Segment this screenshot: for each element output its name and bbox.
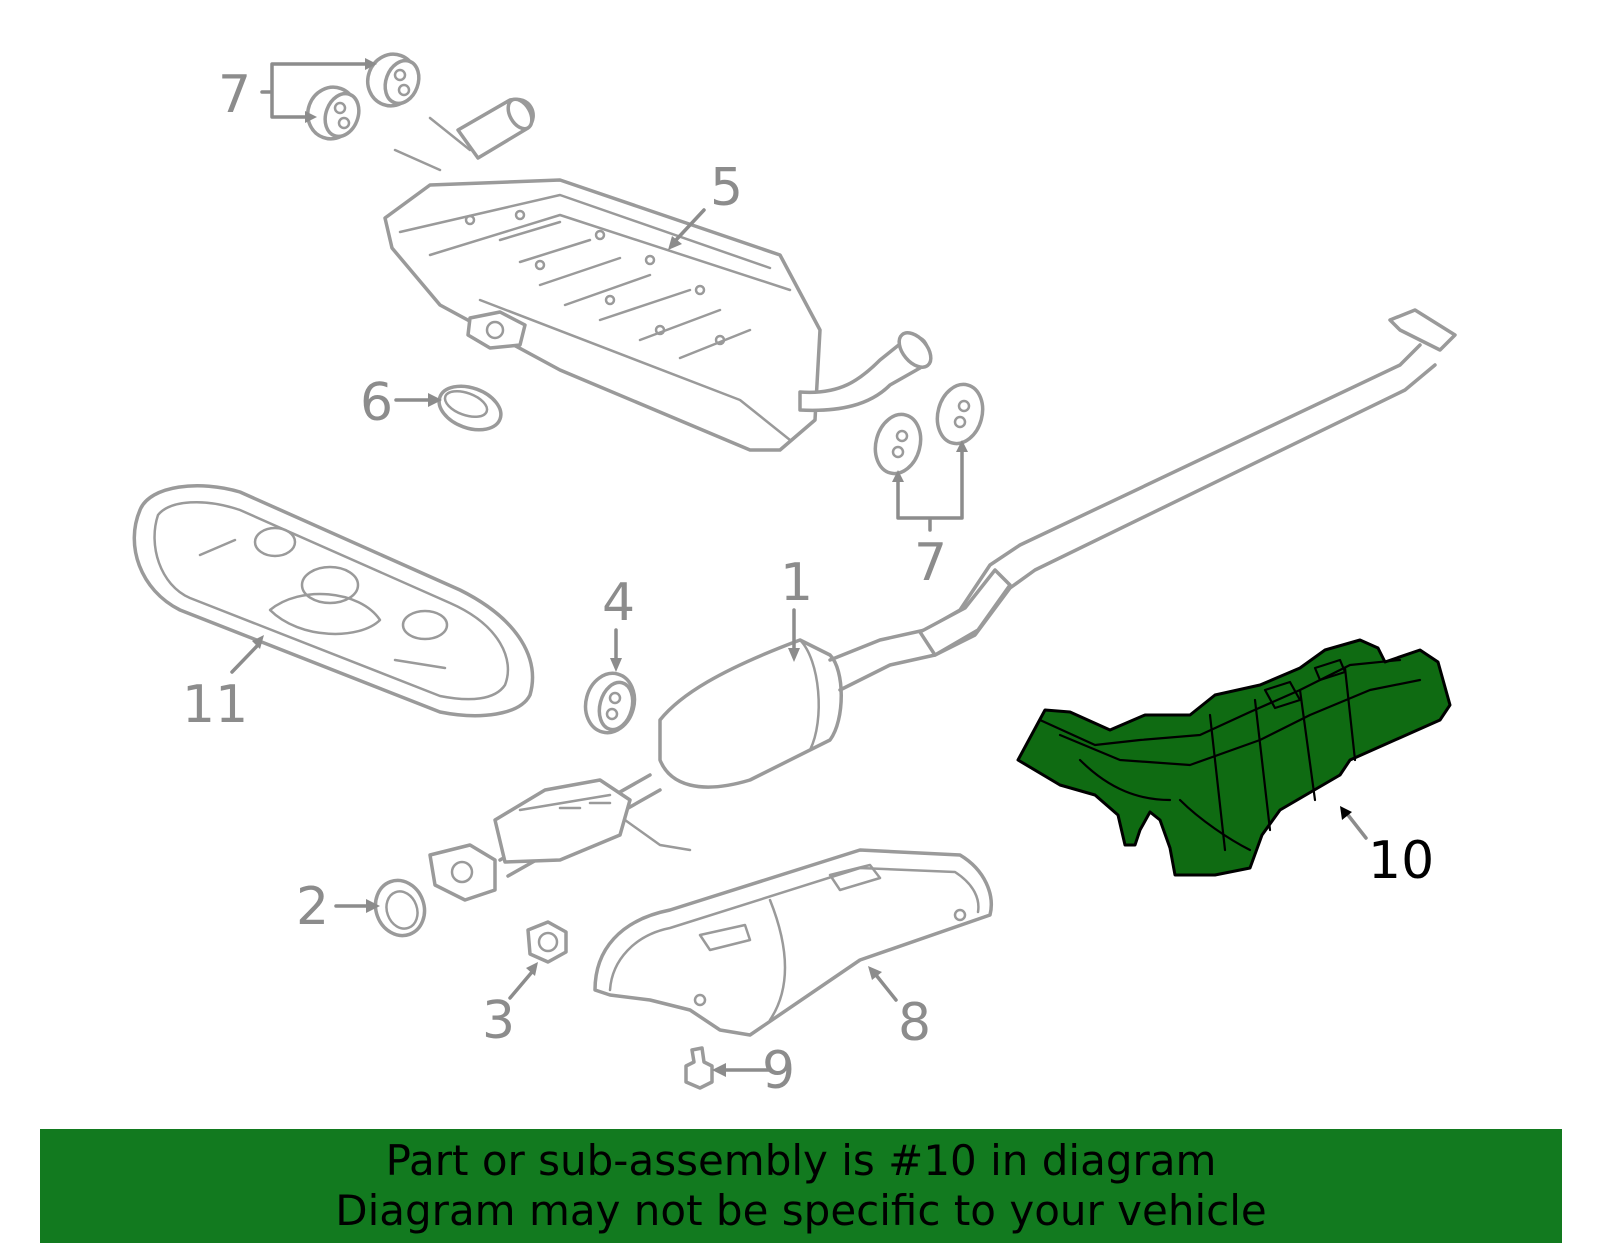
callout-2: 2 [296, 877, 329, 937]
callout-5: 5 [710, 158, 743, 218]
callout-3: 3 [482, 991, 515, 1051]
callout-11: 11 [182, 675, 248, 735]
heat-shield-10-highlighted [1016, 638, 1452, 877]
info-banner: Part or sub-assembly is #10 in diagram D… [40, 1129, 1562, 1243]
leader-7-top [260, 62, 367, 119]
leader-11 [230, 643, 260, 674]
front-pipe-converter-1 [428, 308, 1457, 902]
leader-5 [674, 208, 706, 242]
hanger-7-right-a [873, 412, 923, 476]
muffler-5 [383, 97, 933, 452]
callout-10: 10 [1368, 831, 1434, 891]
callout-9: 9 [762, 1041, 795, 1101]
banner-line-part-number: Part or sub-assembly is #10 in diagram [385, 1136, 1217, 1185]
leader-8 [874, 973, 898, 1002]
leader-7-right [896, 448, 964, 532]
hanger-7-right-b [935, 382, 985, 446]
heat-shield-11 [132, 484, 535, 718]
heat-shield-8 [593, 848, 993, 1037]
callout-7-right: 7 [914, 533, 947, 593]
callout-8: 8 [898, 993, 931, 1053]
hanger-7-top-b [306, 85, 361, 141]
banner-line-disclaimer: Diagram may not be specific to your vehi… [335, 1186, 1267, 1235]
gasket-6 [437, 384, 503, 432]
callout-1: 1 [780, 553, 813, 613]
leader-10 [1346, 813, 1368, 840]
callout-4: 4 [602, 573, 635, 633]
hanger-4 [583, 671, 637, 735]
callout-7-top: 7 [218, 65, 251, 125]
nut-3 [526, 920, 568, 964]
leader-3 [508, 970, 534, 1000]
bolt-9 [684, 1046, 714, 1090]
gasket-2 [373, 878, 427, 938]
callout-6: 6 [360, 373, 393, 433]
hanger-7-top-a [366, 52, 421, 108]
